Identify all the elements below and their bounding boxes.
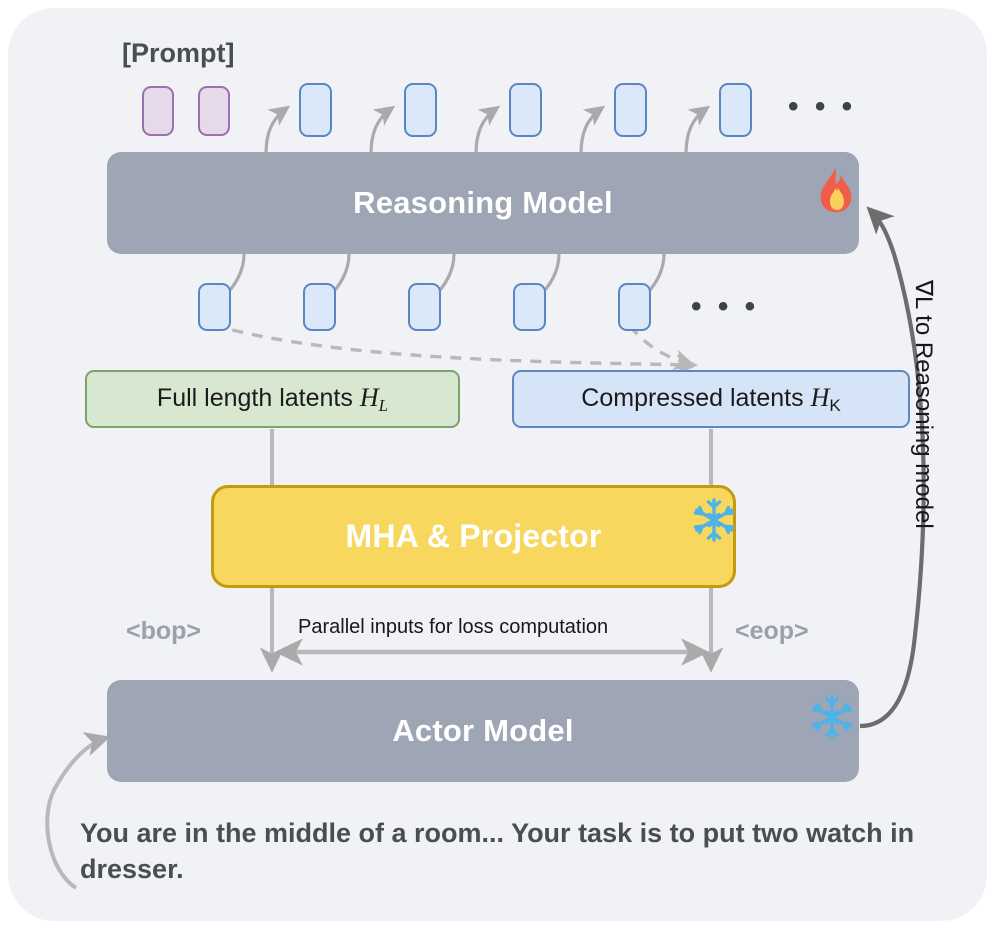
- full-length-latents-label: Full length latents HL: [156, 382, 389, 415]
- eop-tag: <eop>: [735, 617, 809, 645]
- output-token-ellipsis: • • •: [788, 90, 857, 123]
- latent-token-chip: [198, 283, 231, 331]
- latent-token-chip: [303, 283, 336, 331]
- actor-model-label: Actor Model: [392, 713, 574, 748]
- compressed-latents-box[interactable]: Compressed latents HK: [512, 370, 910, 428]
- diagram-canvas: [Prompt] • • • Reasoning Model • • • Ful…: [8, 8, 987, 921]
- prompt-token-chip: [198, 86, 230, 136]
- latent-token-chip: [618, 283, 651, 331]
- reasoning-model-label: Reasoning Model: [353, 185, 613, 220]
- output-token-chip: [404, 83, 437, 137]
- prompt-token-chip: [142, 86, 174, 136]
- output-token-chip: [299, 83, 332, 137]
- fire-icon: [820, 168, 852, 212]
- latent-token-chip: [513, 283, 546, 331]
- output-token-chip: [614, 83, 647, 137]
- task-description-text: You are in the middle of a room... Your …: [80, 818, 915, 884]
- actor-model-block[interactable]: Actor Model: [107, 680, 859, 782]
- prompt-label: [Prompt]: [122, 38, 235, 68]
- mha-projector-label: MHA & Projector: [345, 518, 602, 554]
- mha-projector-block[interactable]: MHA & Projector: [211, 485, 736, 588]
- snowflake-icon: [693, 498, 735, 542]
- snowflake-icon: [811, 695, 853, 739]
- full-length-latents-box[interactable]: Full length latents HL: [85, 370, 460, 428]
- bop-tag: <bop>: [126, 617, 202, 645]
- gradient-feedback-label: ∇L to Reasoning model: [910, 280, 937, 529]
- compressed-latents-label: Compressed latents HK: [581, 382, 841, 415]
- latent-token-ellipsis: • • •: [691, 290, 760, 323]
- output-token-chip: [509, 83, 542, 137]
- latent-token-chip: [408, 283, 441, 331]
- parallel-inputs-label: Parallel inputs for loss computation: [298, 616, 609, 638]
- reasoning-model-block[interactable]: Reasoning Model: [107, 152, 859, 254]
- output-token-chip: [719, 83, 752, 137]
- connector-layer: [45, 105, 926, 890]
